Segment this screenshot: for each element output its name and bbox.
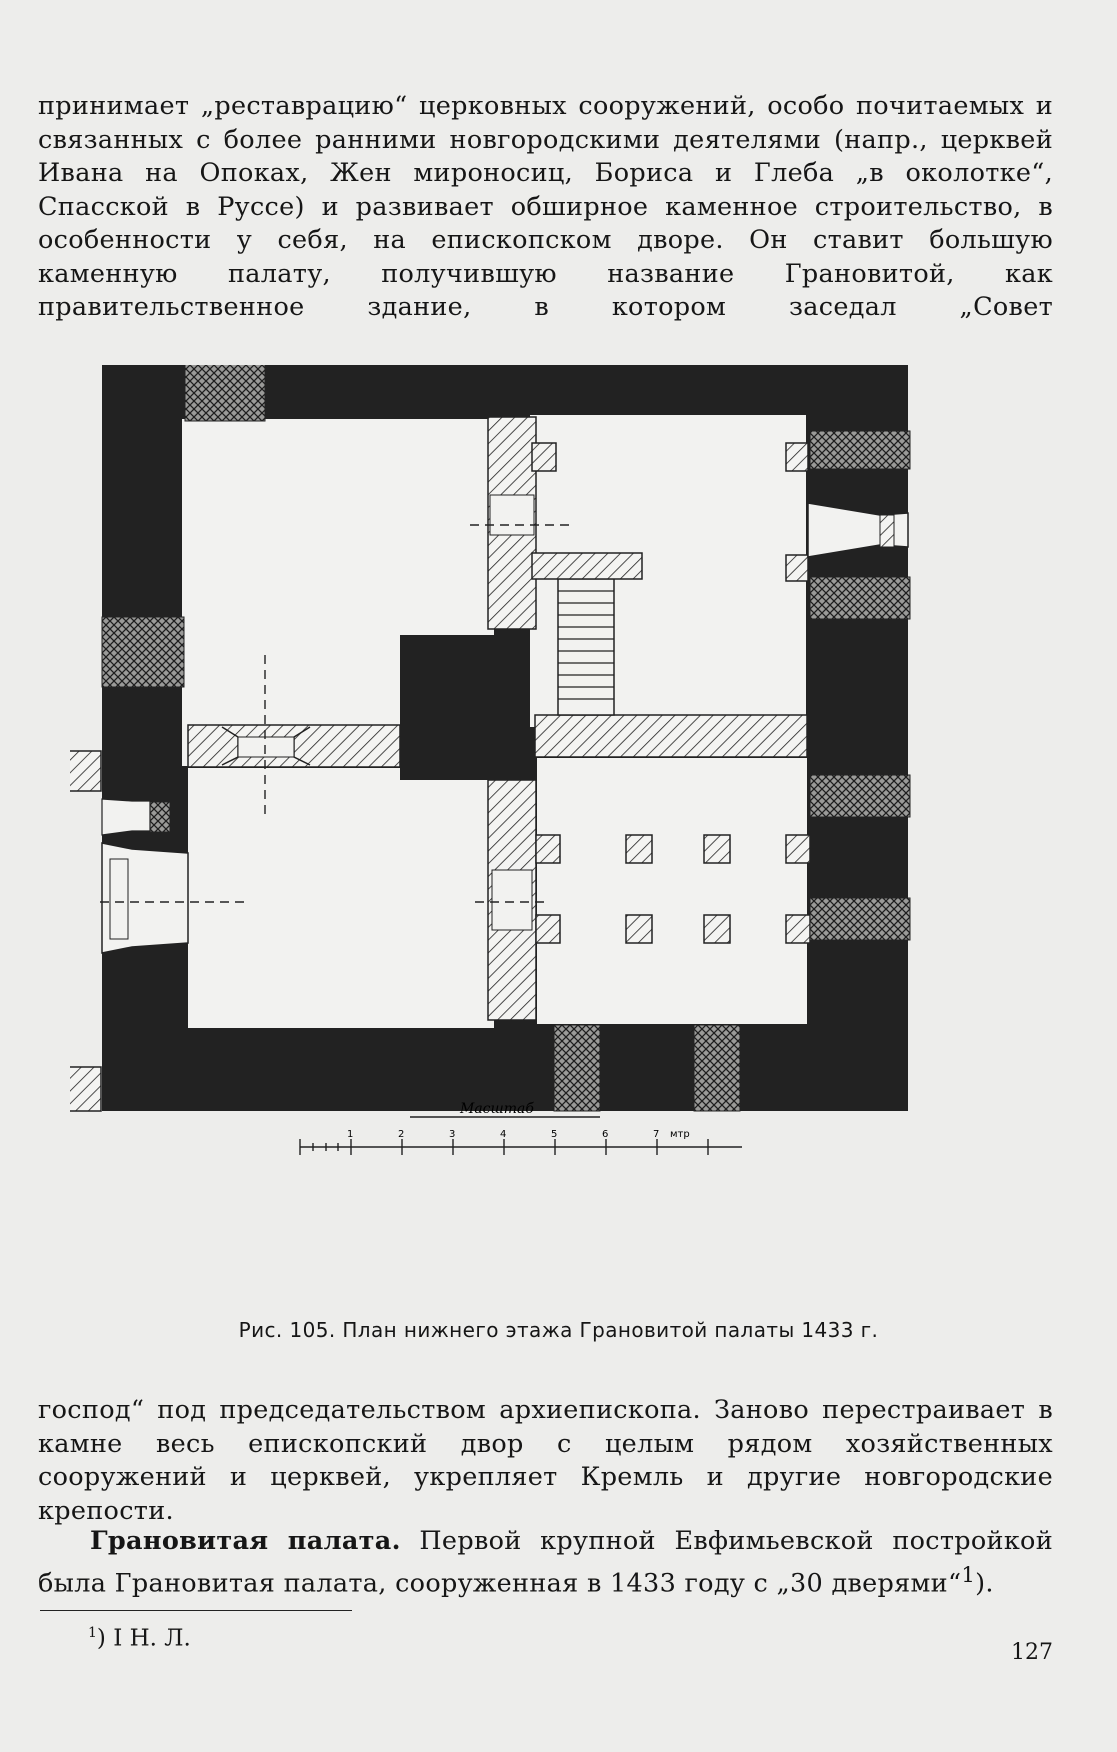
scale-tick-label: 2 — [398, 1129, 404, 1140]
section-heading: Грановитая палата. — [90, 1526, 401, 1556]
horizontal-partition-east — [534, 714, 808, 758]
footnote-text: ) I Н. Л. — [96, 1625, 191, 1652]
body-paragraph-3: Грановитая палата. Первой крупной Евфимь… — [38, 1525, 1053, 1601]
floor-plan-figure: Масштаб 1 2 3 4 5 6 7 мтр — [70, 365, 911, 1155]
room-southeast — [537, 758, 807, 1024]
scale-tick-labels: 1 2 3 4 5 6 7 мтр — [347, 1129, 690, 1140]
paragraph-text: Первой крупной Евфимьевской постройкой б… — [38, 1526, 1054, 1598]
paragraph-end: ). — [975, 1568, 994, 1598]
page-number: 127 — [1011, 1640, 1053, 1665]
pilasters — [531, 442, 811, 944]
central-pier — [400, 635, 530, 780]
body-paragraph-2: господ“ под председательством архиеписко… — [38, 1395, 1053, 1526]
scale-tick-label: 1 — [347, 1129, 353, 1140]
stair-landing — [531, 552, 643, 580]
scale-tick-label: 5 — [551, 1129, 557, 1140]
scale-unit: мтр — [670, 1129, 690, 1140]
footnote-divider — [40, 1610, 352, 1611]
scale-tick-label: 3 — [449, 1129, 455, 1140]
room-southwest — [188, 768, 494, 1028]
scale-tick-label: 7 — [653, 1129, 659, 1140]
figure-caption: Рис. 105. План нижнего этажа Грановитой … — [238, 1318, 879, 1342]
west-doorway-upper — [101, 798, 151, 836]
west-porch — [70, 750, 102, 792]
axis-lines — [100, 524, 575, 903]
south-door-opening — [491, 869, 533, 931]
scale-title: Масштаб — [459, 1101, 534, 1117]
scale-tick-label: 6 — [602, 1129, 608, 1140]
scale-bar — [299, 1116, 742, 1155]
doorway-west-opening — [237, 736, 295, 758]
footnote: 1) I Н. Л. — [88, 1625, 191, 1652]
west-porch-lower — [70, 1066, 102, 1112]
north-door-opening — [489, 494, 535, 536]
staircase — [557, 554, 615, 716]
footnote-ref[interactable]: 1 — [961, 1562, 976, 1588]
scale-tick-label: 4 — [500, 1129, 506, 1140]
body-paragraph-1: принимает „реставрацию“ церковных сооруж… — [38, 91, 1053, 322]
footnote-marker: 1 — [88, 1625, 97, 1641]
